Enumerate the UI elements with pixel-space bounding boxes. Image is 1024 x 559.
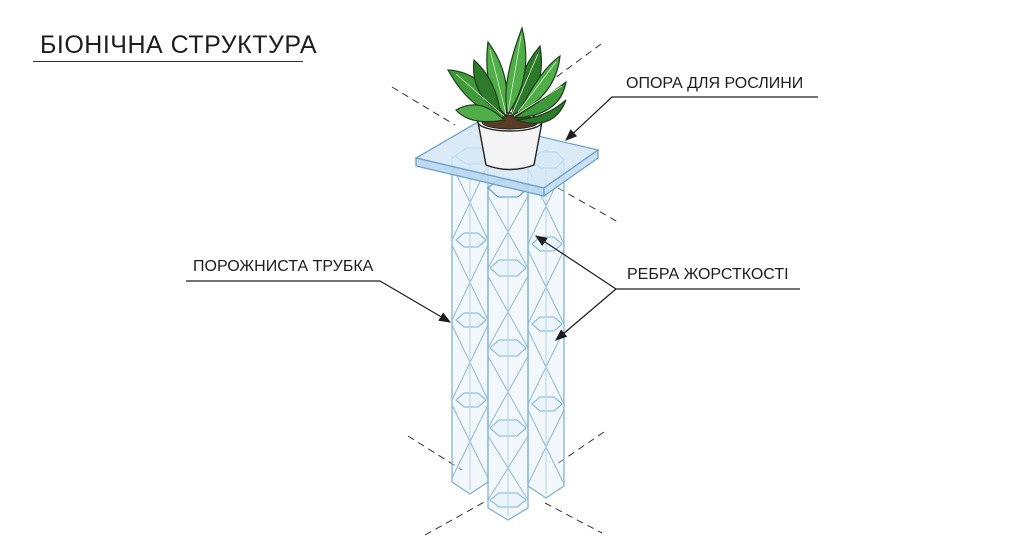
axis-line xyxy=(424,499,489,536)
inner-rings xyxy=(455,232,563,508)
axis-line xyxy=(554,43,602,79)
leaf-veins xyxy=(455,35,563,117)
stiffening-ribs xyxy=(451,164,565,516)
label-plant-support: ОПОРА ДЛЯ РОСЛИНИ xyxy=(626,75,804,92)
axis-lines xyxy=(391,43,619,536)
leader-lines xyxy=(186,96,818,341)
axis-line xyxy=(391,86,456,126)
axis-line xyxy=(557,187,619,223)
leader-plant-support xyxy=(565,96,818,141)
plant-leaves xyxy=(446,25,567,124)
axis-line xyxy=(553,431,605,467)
leader-ribs-2 xyxy=(555,288,617,341)
title-underline xyxy=(33,61,303,62)
leader-hollow-tube xyxy=(186,280,452,323)
axis-line xyxy=(544,502,603,534)
label-stiffening-ribs: РЕБРА ЖОРСТКОСТІ xyxy=(627,266,789,283)
label-hollow-tube: ПОРОЖНИСТА ТРУБКА xyxy=(193,258,374,275)
axis-line xyxy=(407,435,463,471)
diagram-title: БІОНІЧНА СТРУКТУРА xyxy=(40,31,318,59)
